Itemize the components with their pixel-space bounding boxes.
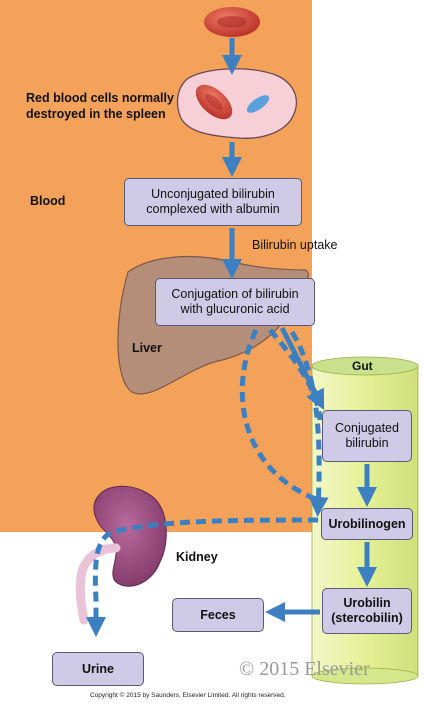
kidney-label: Kidney (176, 550, 218, 564)
liver-label: Liver (132, 341, 162, 355)
dashed-flow-arrows (86, 328, 329, 637)
copyright-notice: Copyright © 2015 by Saunders, Elsevier L… (90, 692, 286, 699)
conjugated-bilirubin-box: Conjugated bilirubin (322, 410, 412, 462)
urine-box: Urine (52, 652, 144, 686)
watermark: © 2015 Elsevier (239, 658, 370, 680)
unconjugated-bilirubin-box: Unconjugated bilirubin complexed with al… (124, 178, 302, 226)
red-blood-cell-icon (204, 7, 260, 37)
conjugation-box: Conjugation of bilirubin with glucuronic… (155, 278, 315, 326)
rbc-destroyed-label: Red blood cells normally destroyed in th… (26, 91, 174, 121)
blood-label: Blood (30, 194, 66, 208)
urobilin-box: Urobilin (stercobilin) (322, 588, 412, 634)
feces-box: Feces (172, 598, 264, 632)
bilirubin-uptake-label: Bilirubin uptake (252, 238, 338, 252)
urobilinogen-box: Urobilinogen (321, 508, 413, 540)
spleen-icon (176, 68, 298, 139)
kidney-icon (75, 485, 167, 625)
gut-label: Gut (352, 359, 373, 373)
